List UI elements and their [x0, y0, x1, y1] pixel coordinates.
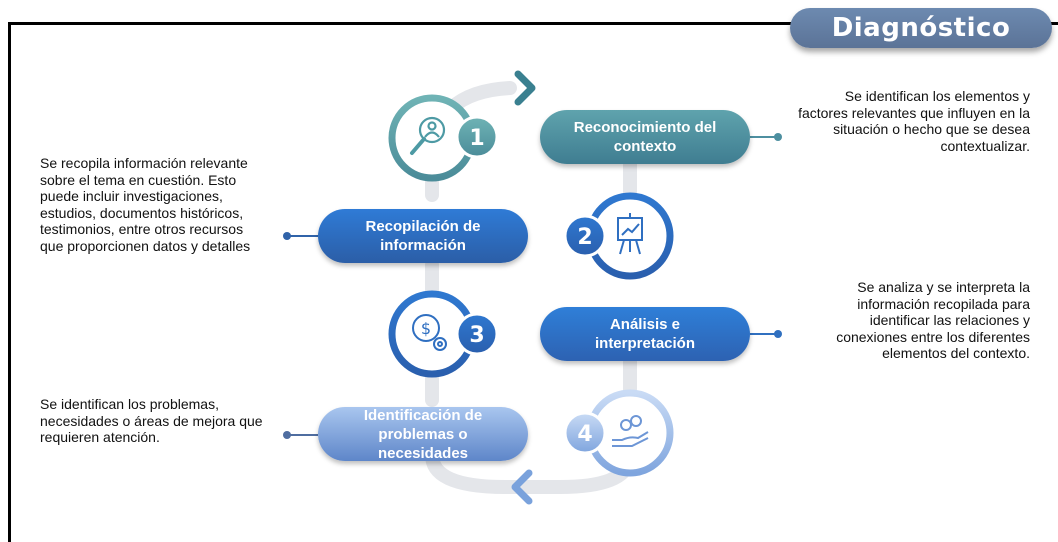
- diagram-frame: [8, 22, 1058, 542]
- step-3-node: $ 3: [388, 290, 499, 378]
- step-4-pill: Identificación de problemas o necesidade…: [318, 407, 528, 462]
- step-2-description: Se recopila información relevante sobre …: [40, 155, 251, 254]
- step-3-pill: Análisis e interpretación: [540, 307, 750, 361]
- money-gear-icon: $: [412, 314, 447, 351]
- step-1-description: Se identifican los elementos y factores …: [798, 88, 1030, 154]
- svg-text:$: $: [421, 319, 431, 338]
- process-cycle-graphic: 1 2 $ 3: [283, 70, 782, 505]
- step-4-description: Se identifican los problemas, necesidade…: [40, 396, 263, 445]
- step-3-number: 3: [469, 323, 484, 348]
- step-4-number: 4: [577, 422, 592, 447]
- step-4-node: 4: [563, 389, 674, 477]
- chevron-left-icon: [511, 469, 533, 505]
- step-2-number: 2: [577, 225, 592, 250]
- step-2-pill: Recopilación de información: [318, 209, 528, 263]
- search-person-icon: [410, 116, 446, 155]
- hand-coins-icon: [612, 415, 649, 447]
- step-2-node: 2: [563, 192, 674, 280]
- chevron-right-icon: [514, 70, 536, 106]
- step-1-pill: Reconocimiento del contexto: [540, 110, 750, 164]
- step-3-description: Se analiza y se interpreta la informació…: [836, 279, 1030, 361]
- step-1-number: 1: [469, 126, 484, 151]
- connector-lines: [283, 133, 782, 439]
- presentation-chart-icon: [617, 213, 643, 255]
- page-title: Diagnóstico: [790, 8, 1052, 48]
- step-1-node: 1: [388, 94, 499, 182]
